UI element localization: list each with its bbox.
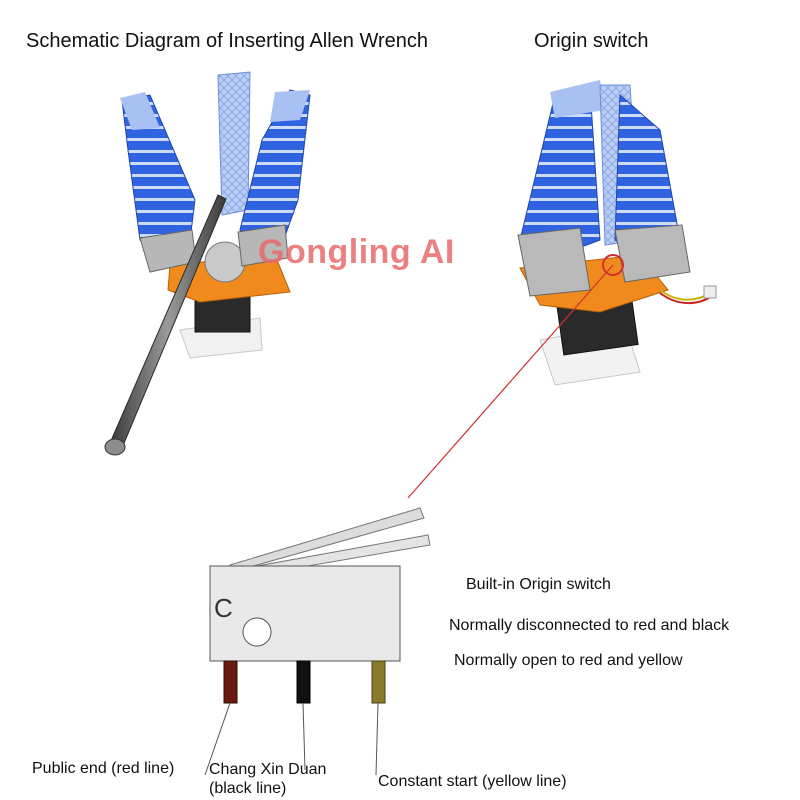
note-builtin-switch: Built-in Origin switch xyxy=(466,576,611,593)
note-red-yellow: Normally open to red and yellow xyxy=(454,652,683,669)
right-metal-plate-a xyxy=(517,227,591,297)
pin-label-black: Chang Xin Duan (black line) xyxy=(209,760,326,798)
right-figure-title: Origin switch xyxy=(534,30,649,52)
left-finger-3-pad xyxy=(270,90,310,122)
allen-wrench-tip xyxy=(104,438,126,456)
micro-switch: C xyxy=(204,507,431,776)
left-gripper-illustration xyxy=(104,71,311,456)
leader-yellow xyxy=(375,702,379,776)
right-finger-1-pad xyxy=(550,80,605,118)
pin-label-black-line1: Chang Xin Duan xyxy=(209,761,327,778)
right-metal-plate-b xyxy=(614,224,691,283)
switch-body xyxy=(209,565,401,662)
left-figure-title: Schematic Diagram of Inserting Allen Wre… xyxy=(26,30,429,52)
leader-black xyxy=(302,702,306,771)
pin-label-red: Public end (red line) xyxy=(32,760,175,777)
switch-mount-hole xyxy=(242,617,272,647)
pin-label-yellow: Constant start (yellow line) xyxy=(378,773,567,790)
right-gripper-illustration xyxy=(517,80,717,386)
note-red-black: Normally disconnected to red and black xyxy=(449,617,730,634)
watermark-text: Gongling AI xyxy=(258,233,455,271)
left-finger-1-pad xyxy=(120,92,160,130)
origin-switch-marker xyxy=(602,254,624,276)
pin-label-black-line2: (black line) xyxy=(209,780,287,797)
right-connector xyxy=(703,285,717,299)
left-metal-hub xyxy=(204,241,246,283)
pointer-line xyxy=(407,264,614,499)
pin-black xyxy=(296,660,311,704)
pin-yellow xyxy=(371,660,386,704)
pin-red xyxy=(223,660,238,704)
leader-red xyxy=(204,702,231,776)
left-metal-plate-b xyxy=(237,224,289,267)
switch-c-mark: C xyxy=(214,593,233,623)
left-finger-2 xyxy=(217,71,251,216)
